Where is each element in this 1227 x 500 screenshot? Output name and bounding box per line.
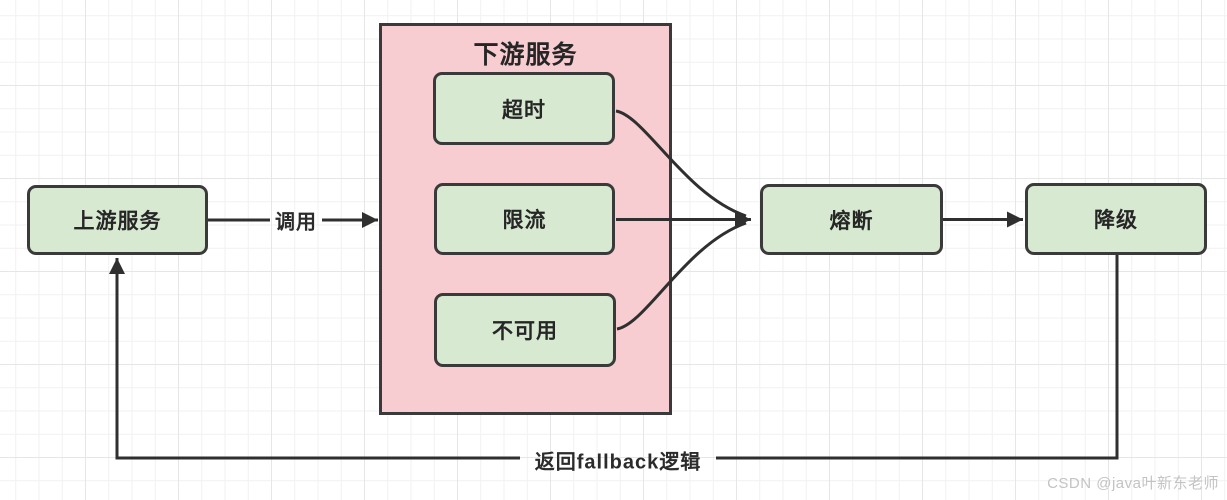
- node-upstream-service: 上游服务: [27, 185, 208, 255]
- node-degrade-label: 降级: [1094, 209, 1138, 232]
- edge-label-call: 调用: [275, 211, 317, 234]
- node-timeout: 超时: [433, 72, 615, 145]
- node-circuit-break-label: 熔断: [829, 209, 874, 233]
- node-upstream-label: 上游服务: [73, 210, 162, 233]
- watermark-text: CSDN @java叶新东老师: [1047, 475, 1219, 492]
- node-unavailable: 不可用: [434, 293, 616, 367]
- node-unavailable-label: 不可用: [492, 320, 558, 343]
- node-rate-limit: 限流: [434, 183, 615, 255]
- node-timeout-label: 超时: [502, 98, 546, 122]
- edge-fallback-left: [109, 258, 520, 460]
- node-circuit-break: 熔断: [760, 184, 943, 255]
- container-title: 下游服务: [473, 41, 578, 69]
- edge-timeout-curve: [615, 109, 747, 218]
- node-rate-limit-label: 限流: [502, 209, 547, 232]
- edge-label-fallback: 返回fallback逻辑: [534, 451, 702, 474]
- edge-unavailable-curve: [616, 221, 747, 331]
- edge-fallback-right: [716, 255, 1119, 460]
- node-degrade: 降级: [1025, 183, 1207, 255]
